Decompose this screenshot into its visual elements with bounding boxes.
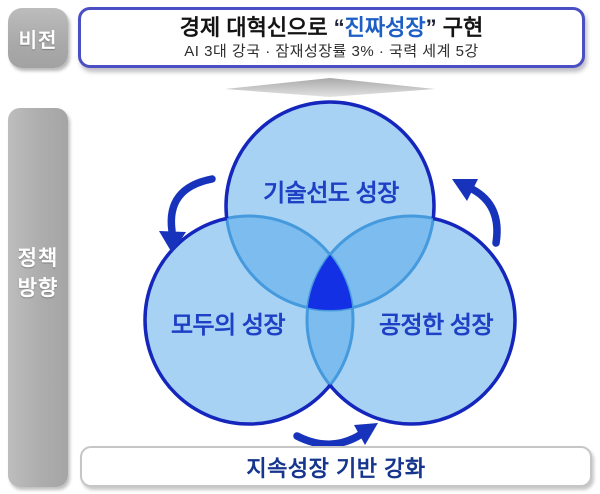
vision-title: 경제 대혁신으로 “진짜성장” 구현 bbox=[180, 15, 483, 41]
policy-badge-line1: 정책 bbox=[17, 246, 59, 270]
label-fair-growth: 공정한 성장 bbox=[378, 312, 494, 339]
triple-intersection-core bbox=[307, 254, 353, 311]
cycle-arrow-heads bbox=[159, 179, 478, 445]
close-quote: ” bbox=[425, 14, 437, 40]
arrowhead-up-right-icon bbox=[354, 423, 378, 445]
cycle-arrow-right-icon bbox=[468, 185, 501, 247]
arrowhead-up-left-icon bbox=[452, 179, 478, 201]
up-arrow-connector-icon bbox=[225, 78, 435, 97]
foundation-box: 지속성장 기반 강화 bbox=[80, 446, 592, 487]
vision-badge: 비전 bbox=[8, 8, 68, 68]
label-tech-led-growth: 기술선도 성장 bbox=[263, 180, 399, 207]
policy-direction-badge: 정책 방향 bbox=[8, 108, 68, 487]
cycle-arrow-strokes bbox=[167, 175, 501, 448]
vision-title-suffix: 구현 bbox=[436, 14, 484, 40]
circle-growth-for-all bbox=[145, 216, 353, 424]
vision-subtitle: AI 3대 강국 · 잠재성장률 3% · 국력 세계 5강 bbox=[184, 42, 479, 60]
open-quote: “ bbox=[333, 14, 345, 40]
circle-fair-growth bbox=[307, 216, 515, 424]
cycle-arrow-left-icon bbox=[167, 175, 216, 235]
outer-circle-borders bbox=[143, 100, 517, 426]
foundation-label: 지속성장 기반 강화 bbox=[246, 455, 426, 481]
policy-badge-line2: 방향 bbox=[17, 276, 59, 300]
vision-box: 경제 대혁신으로 “진짜성장” 구현 AI 3대 강국 · 잠재성장률 3% ·… bbox=[78, 7, 585, 68]
vision-title-highlight: 진짜성장 bbox=[344, 14, 426, 40]
label-growth-for-all: 모두의 성장 bbox=[170, 312, 286, 339]
vision-title-prefix: 경제 대혁신으로 bbox=[179, 14, 334, 40]
arrowhead-down-icon bbox=[159, 231, 186, 253]
cycle-arrow-bottom-icon bbox=[293, 431, 364, 448]
